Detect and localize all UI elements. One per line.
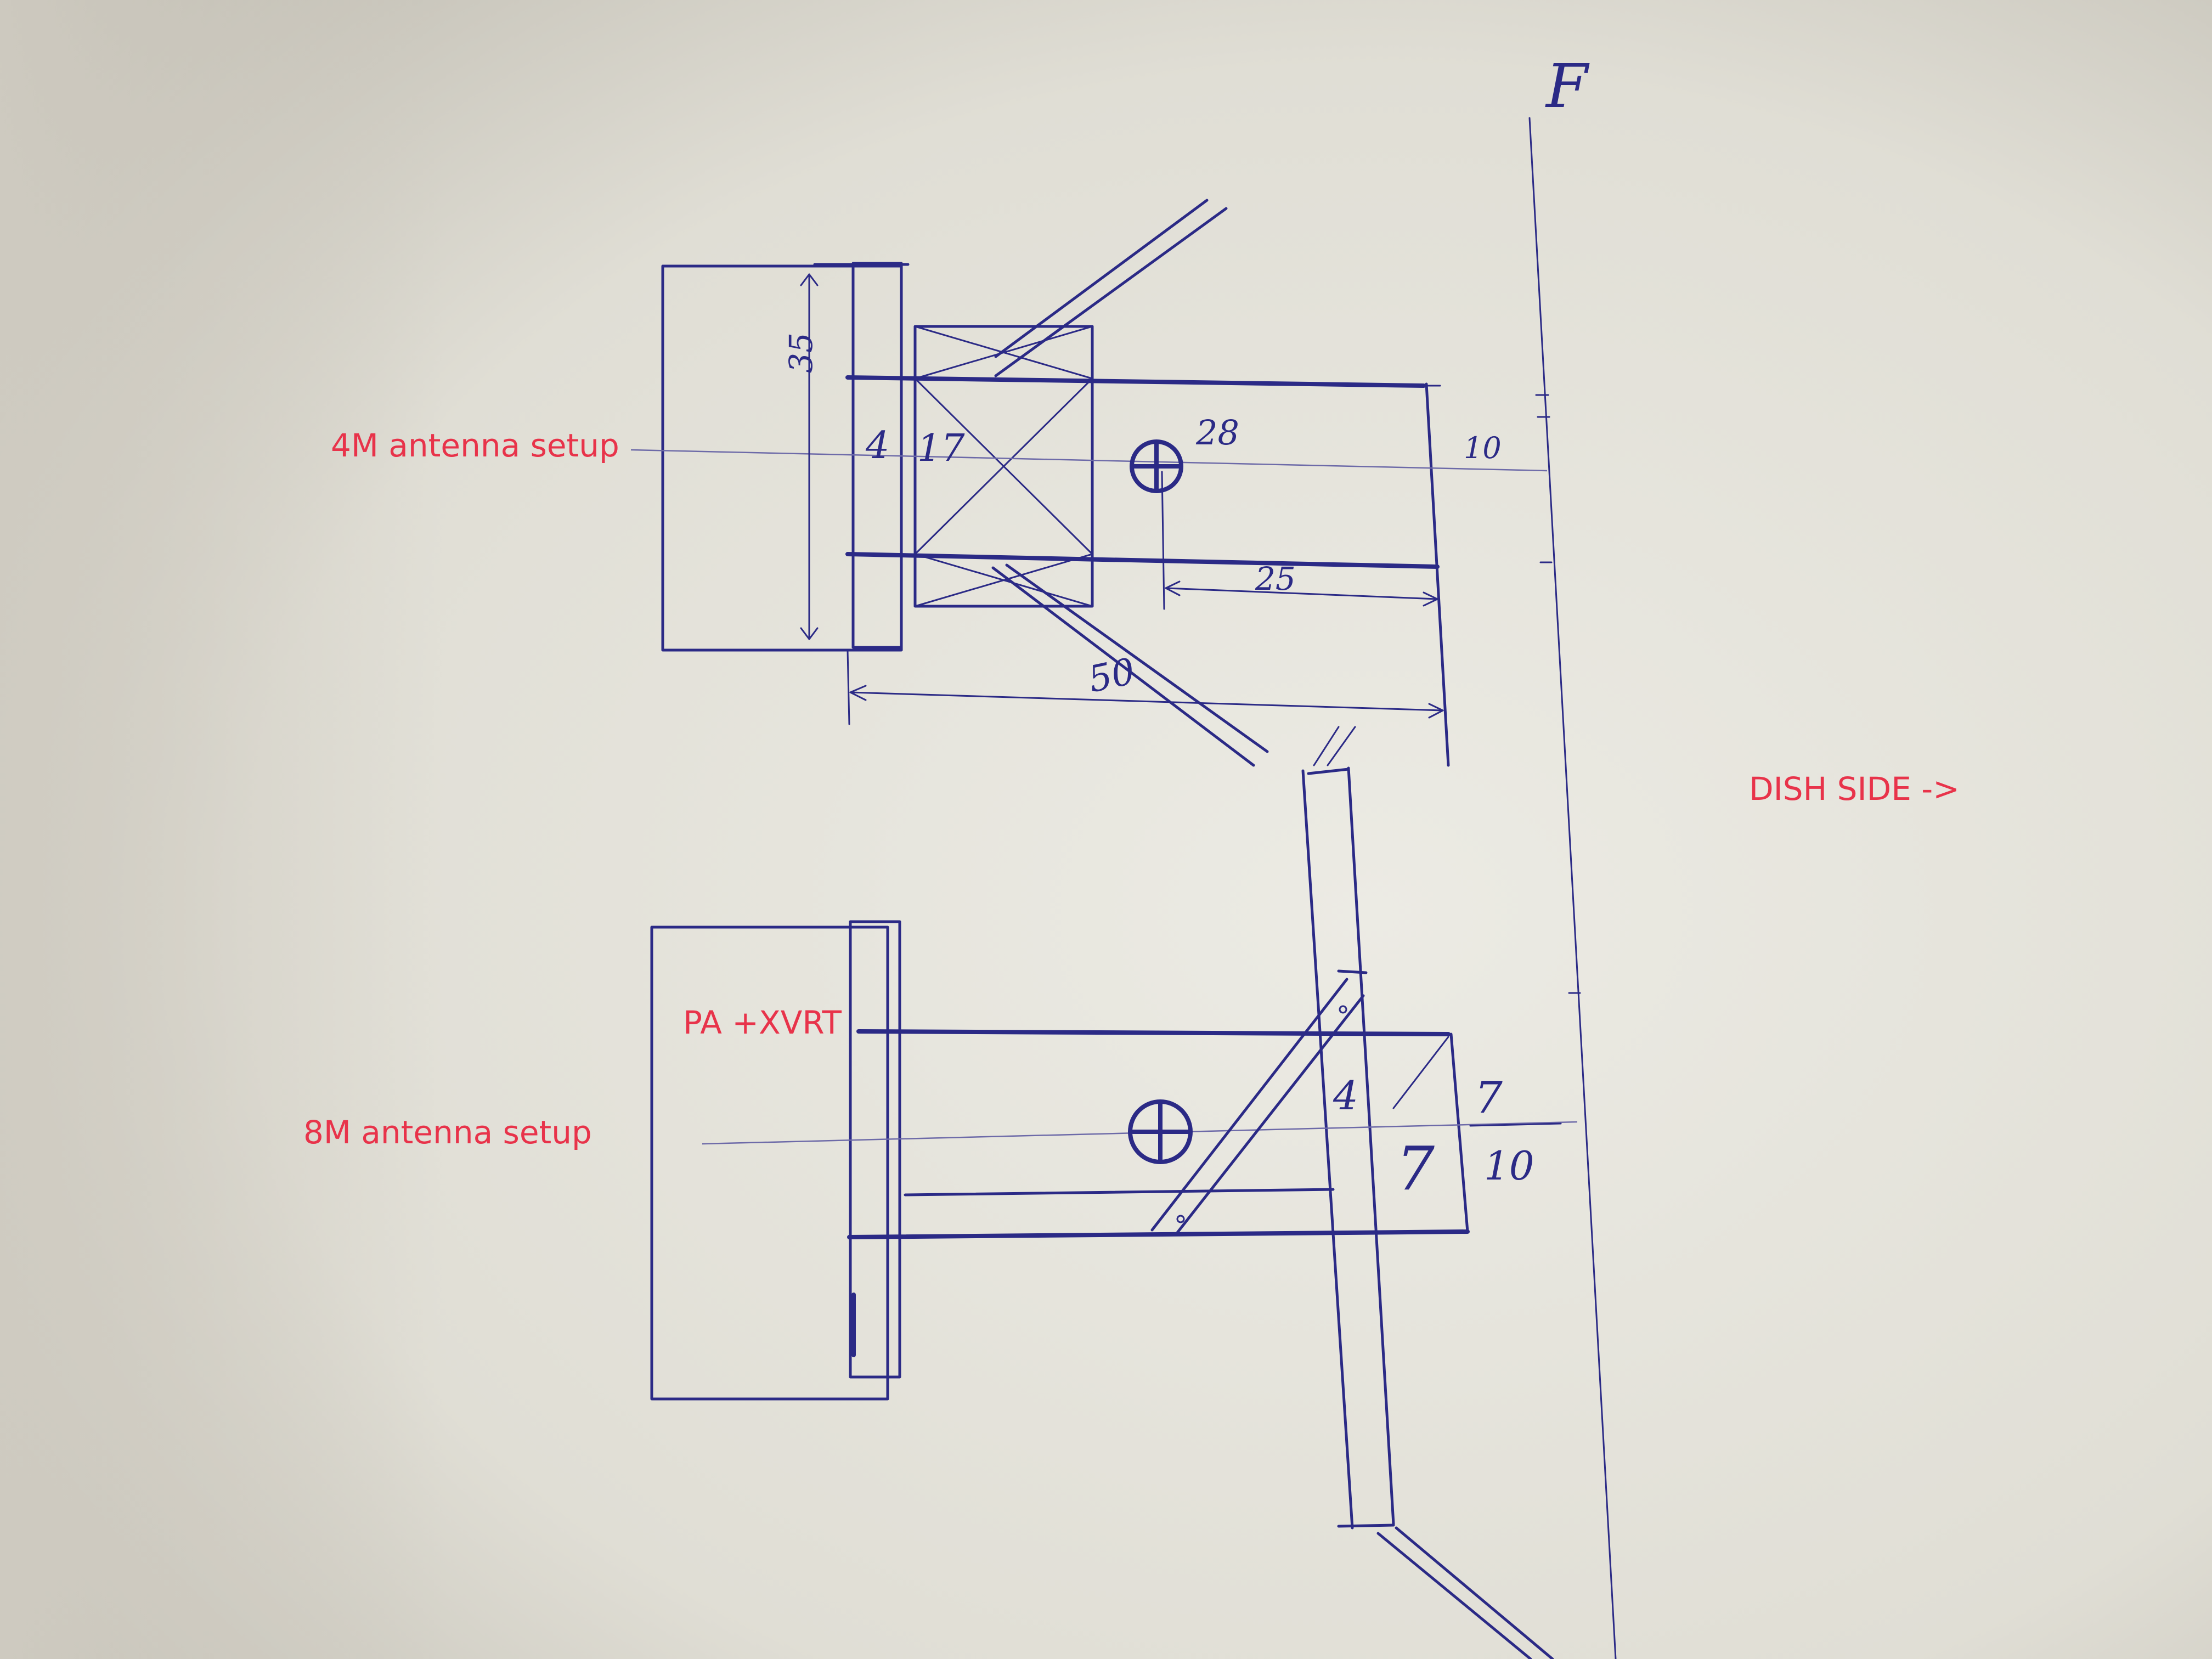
dim-10-bottom-label: 10 — [1484, 1143, 1534, 1189]
dim-35-label: 35 — [782, 332, 820, 373]
dim-7-bottom-label: 7 — [1396, 1133, 1435, 1204]
dim-4-bottom-label: 4 — [1333, 1073, 1358, 1119]
dim-28-label: 28 — [1195, 413, 1239, 453]
top-assembly-4m — [630, 199, 1548, 767]
dim-7-top-label: 7 — [1475, 1072, 1503, 1123]
mast-post — [1301, 726, 1554, 1659]
bottom-assembly-8m — [650, 920, 1578, 1401]
annotation-8m-setup: 8M antenna setup — [303, 1114, 592, 1151]
dim-50-label: 50 — [1085, 650, 1138, 701]
annotation-pa-xvrt: PA +XVRT — [683, 1004, 842, 1041]
f-reference-line — [1528, 117, 1617, 1659]
annotation-dish-side: DISH SIDE -> — [1749, 770, 1960, 808]
dim-10-top-label: 10 — [1464, 431, 1502, 465]
dim-25-label: 25 — [1255, 560, 1296, 597]
dim-4-top-label: 4 — [865, 424, 889, 467]
dim-17-label: 17 — [917, 427, 965, 470]
annotation-4m-setup: 4M antenna setup — [331, 427, 619, 464]
f-mark-label: F — [1545, 51, 1590, 121]
